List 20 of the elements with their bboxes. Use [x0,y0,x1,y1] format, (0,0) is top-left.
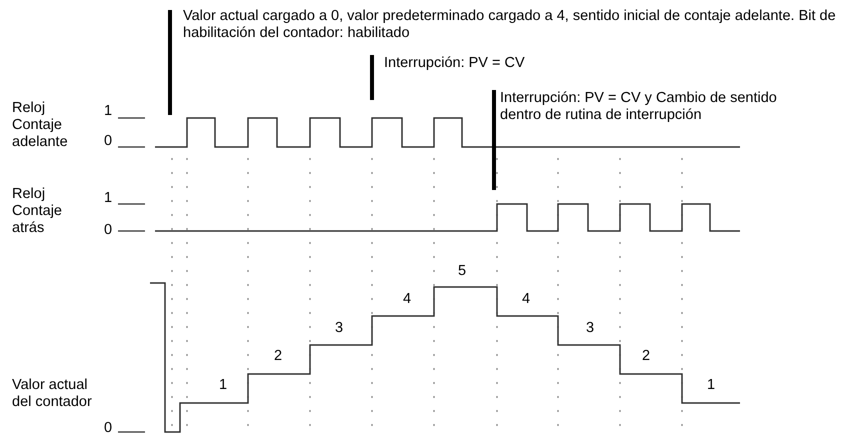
count-value: 3 [586,320,594,337]
count-value: 2 [642,348,650,365]
level-label: 0 [104,420,112,436]
annotation-text: Valor actual cargado a 0, valor predeterminado cargado a 4, sentido inicial de contaje adelante. Bit de habilitación del contador: habilitado [183,8,837,42]
signal-label: Reloj Contaje atrás [12,186,63,237]
signal-label: Reloj Contaje adelante [12,100,69,151]
count-value: 2 [274,348,282,365]
annotation-text: Interrupción: PV = CV [384,55,525,72]
level-label: 1 [104,190,112,207]
level-label: 0 [104,222,112,239]
annotation-text: Interrupción: PV = CV y Cambio de sentido dentro de rutina de interrupción [500,90,778,124]
count-value: 5 [458,263,466,280]
level-label: 0 [104,133,112,150]
count-value: 3 [335,320,344,337]
count-value: 4 [522,291,530,308]
count-value: 1 [219,377,228,394]
count-value: 4 [403,291,412,308]
count-value: 1 [707,377,716,394]
signal-label: Valor actual del contador [12,377,92,411]
level-label: 1 [104,103,112,120]
